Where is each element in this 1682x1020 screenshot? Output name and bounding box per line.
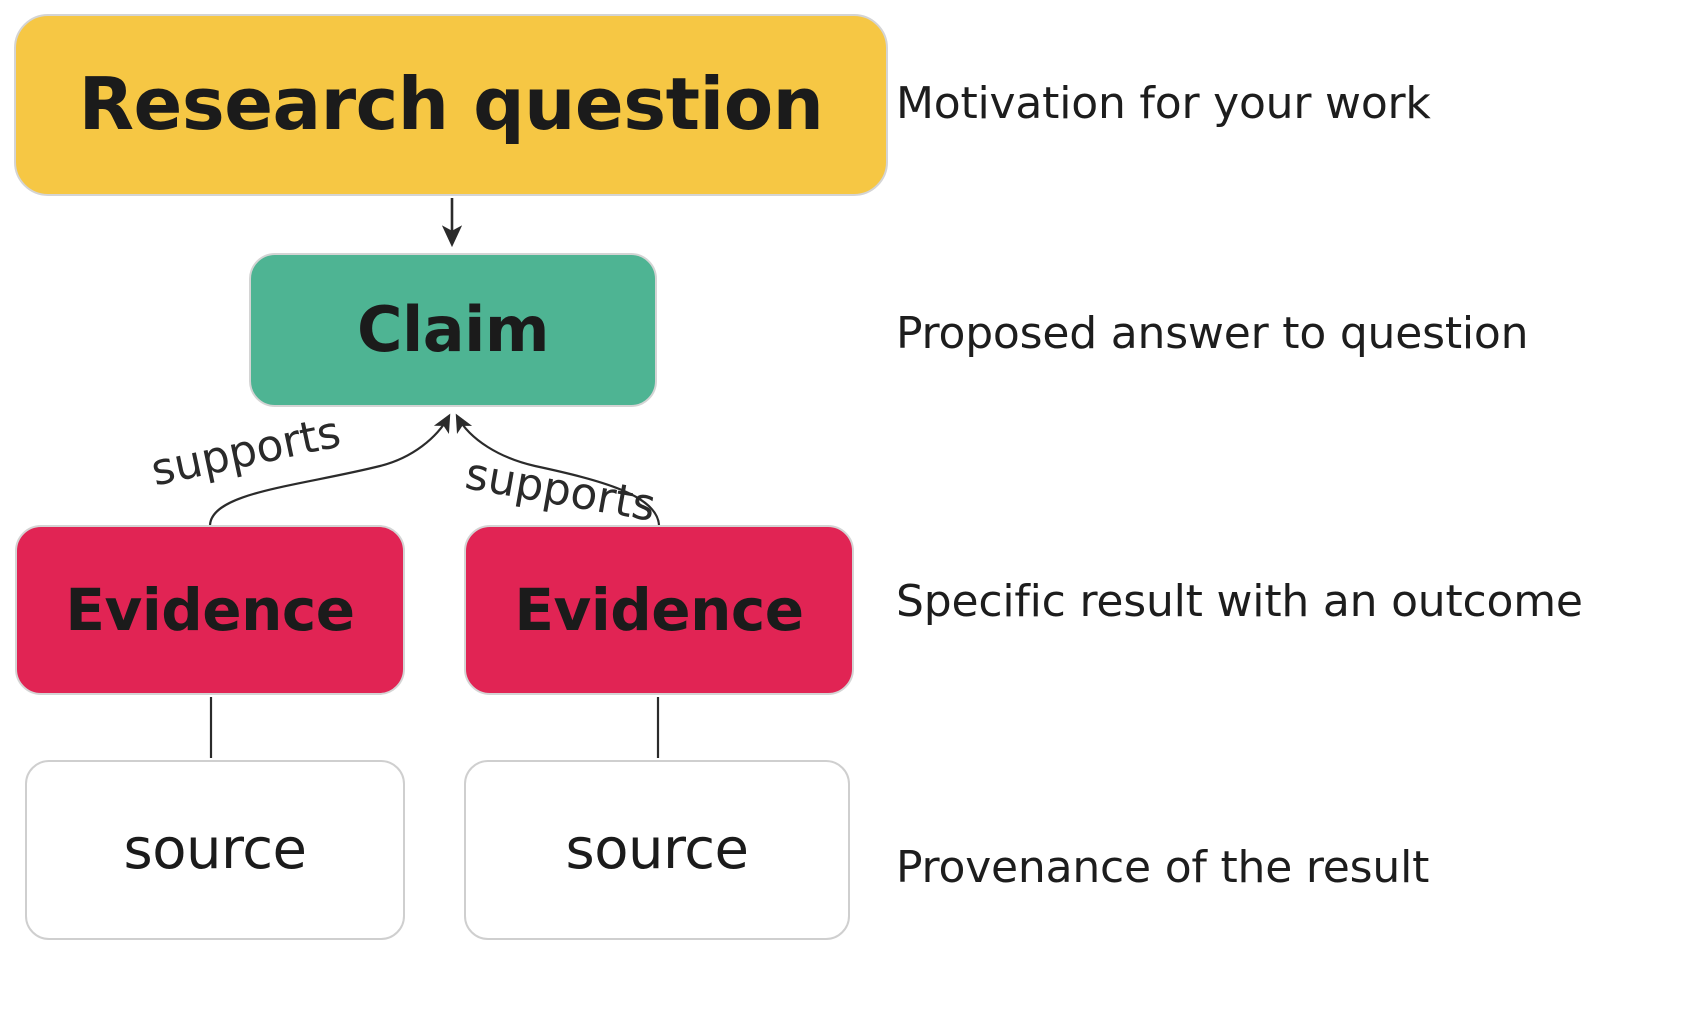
node-research-question[interactable]: Research question <box>14 14 888 196</box>
node-source-right-label: source <box>565 816 749 882</box>
node-source-right[interactable]: source <box>464 760 850 940</box>
annotation-research-question: Motivation for your work <box>896 78 1431 129</box>
annotation-evidence: Specific result with an outcome <box>896 576 1583 627</box>
edge-label-supports-left: supports <box>146 406 345 497</box>
node-evidence-left[interactable]: Evidence <box>15 525 405 695</box>
node-evidence-left-label: Evidence <box>65 575 355 644</box>
node-evidence-right[interactable]: Evidence <box>464 525 854 695</box>
node-source-left[interactable]: source <box>25 760 405 940</box>
annotation-source: Provenance of the result <box>896 842 1430 893</box>
annotation-claim: Proposed answer to question <box>896 308 1529 359</box>
node-claim-label: Claim <box>357 293 549 367</box>
node-source-left-label: source <box>123 816 307 882</box>
node-claim[interactable]: Claim <box>249 253 657 407</box>
edge-label-supports-right: supports <box>461 448 660 532</box>
node-evidence-right-label: Evidence <box>514 575 804 644</box>
node-research-question-label: Research question <box>78 62 824 147</box>
